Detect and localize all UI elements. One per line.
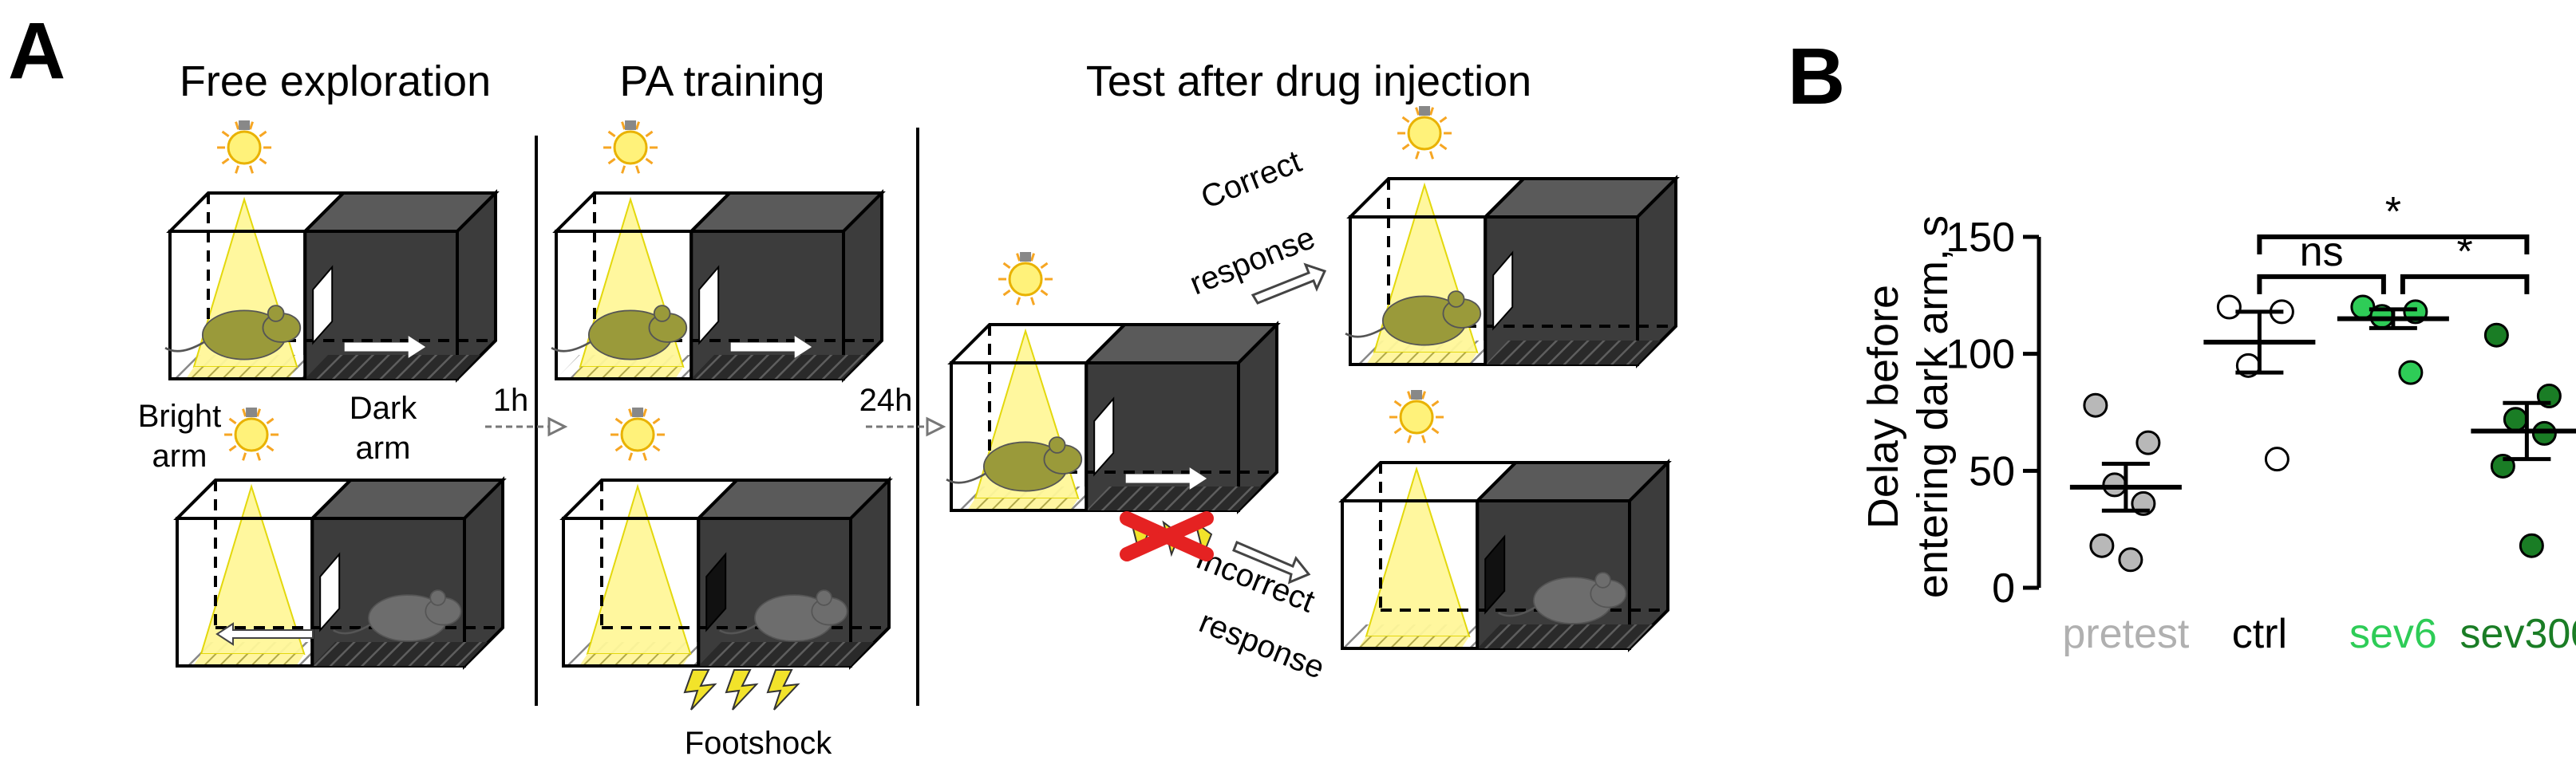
cross-out-icon <box>1120 511 1214 561</box>
data-point-ctrl <box>2216 294 2242 320</box>
dark-arm-label-line2: arm <box>356 431 411 466</box>
significance-bracket <box>2257 234 2530 254</box>
footshock-label: Footshock <box>685 726 833 761</box>
data-point-pretest <box>2118 547 2143 573</box>
bright-arm-label-line1: Bright <box>138 399 222 434</box>
interval-1h-label: 1h <box>493 383 529 418</box>
mouse-icon <box>946 436 1083 492</box>
apparatus-drawings <box>164 106 1680 670</box>
shuttle-box <box>164 120 500 383</box>
shuttle-box <box>1345 106 1680 368</box>
dark-arm-label-line1: Dark <box>350 391 417 426</box>
correct-response-line1: Correct <box>1196 144 1306 215</box>
data-point-sev300 <box>2503 407 2528 432</box>
data-point-pretest <box>2083 392 2108 418</box>
mouse-icon <box>719 589 848 642</box>
y-tick-label: 50 <box>1969 448 2015 494</box>
data-point-pretest <box>2089 533 2115 558</box>
panel-b-letter: B <box>1788 32 1845 121</box>
chart-ylabel-line1: Delay before <box>1859 285 1907 529</box>
light-bulb-icon <box>224 408 279 461</box>
interval-24h-label: 24h <box>859 383 913 418</box>
light-bulb-icon <box>1397 106 1452 160</box>
shuttle-box <box>173 408 507 670</box>
light-bulb-icon <box>610 408 666 461</box>
mouse-icon <box>551 305 688 360</box>
data-point-sev300 <box>2483 322 2509 348</box>
mouse-icon <box>1498 572 1627 624</box>
light-bulb-icon <box>1389 390 1444 443</box>
significance-label: * <box>2385 189 2401 235</box>
footshock-icon <box>683 669 800 711</box>
shuttle-box <box>551 120 886 383</box>
correct-response-arrow <box>1250 262 1327 305</box>
light-bulb-icon <box>217 120 272 174</box>
x-tick-label-sev300: sev300 <box>2460 611 2576 657</box>
mouse-icon <box>1345 290 1482 346</box>
data-point-sev6 <box>2398 360 2424 385</box>
significance-bracket <box>2400 274 2530 294</box>
bright-arm-label-line2: arm <box>152 439 207 474</box>
light-bulb-icon <box>603 120 658 174</box>
incorrect-response-line2: response <box>1195 605 1329 686</box>
stage1-title: Free exploration <box>180 57 491 105</box>
stage2-title: PA training <box>619 57 824 105</box>
incorrect-response-arrow <box>1232 541 1311 585</box>
x-tick-label-sev6: sev6 <box>2349 611 2437 657</box>
significance-bracket <box>2257 274 2386 294</box>
x-tick-label-ctrl: ctrl <box>2232 611 2287 657</box>
panel-a-letter: A <box>8 6 65 96</box>
x-tick-label-pretest: pretest <box>2062 611 2190 657</box>
y-tick-label: 0 <box>1992 565 2015 612</box>
chart-ylabel-line2: entering dark arm, s <box>1909 215 1957 598</box>
interval-24h-arrow <box>866 416 946 437</box>
mouse-icon <box>164 305 302 360</box>
interval-1h-arrow <box>485 416 568 437</box>
data-point-pretest <box>2135 430 2161 455</box>
shuttle-box <box>559 408 893 670</box>
y-tick-label: 100 <box>1946 332 2015 378</box>
y-tick-label: 150 <box>1946 215 2015 261</box>
delay-chart: Delay before entering dark arm, s 0 50 100… <box>1859 189 2576 657</box>
significance-label: * <box>2457 229 2473 275</box>
shuttle-box <box>946 252 1281 514</box>
stage3-title: Test after drug injection <box>1086 57 1531 105</box>
correct-response-line2: response <box>1185 220 1320 301</box>
data-point-sev300 <box>2519 533 2544 558</box>
light-bulb-icon <box>998 252 1053 305</box>
shuttle-box <box>1338 390 1672 652</box>
mouse-icon <box>333 589 462 642</box>
data-point-ctrl <box>2264 447 2290 472</box>
